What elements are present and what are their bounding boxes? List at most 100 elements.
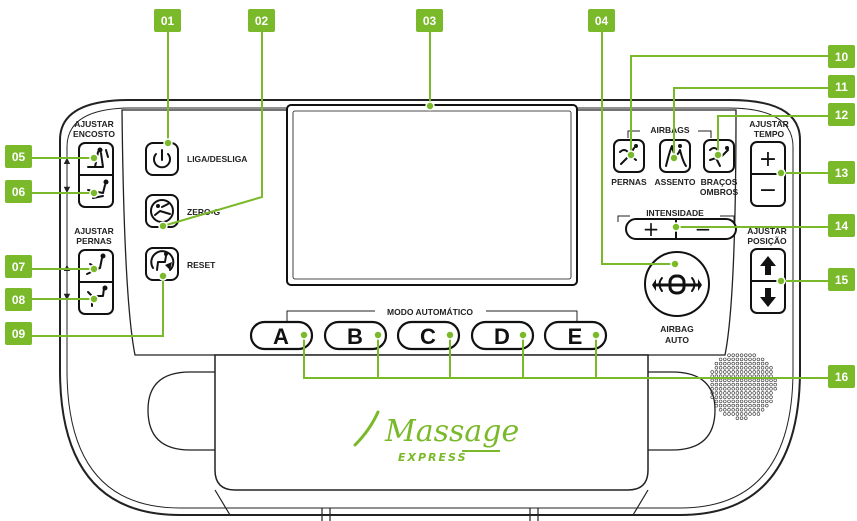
speaker-hole xyxy=(727,412,731,416)
callout-badge-number: 02 xyxy=(255,14,269,28)
backrest-control[interactable] xyxy=(78,142,114,208)
callout-badge-09: 09 xyxy=(5,322,32,345)
speaker-hole xyxy=(756,387,761,391)
callout-badge-number: 15 xyxy=(835,273,849,287)
reset-button[interactable] xyxy=(145,247,179,281)
airbag-auto-label-1: AIRBAG xyxy=(660,324,694,334)
intensity-plus-button[interactable]: + xyxy=(643,217,660,241)
speaker-hole xyxy=(714,391,719,395)
speaker-hole xyxy=(714,399,719,404)
speaker-hole xyxy=(714,403,719,408)
callout-badge-16: 16 xyxy=(828,365,855,388)
speaker-hole xyxy=(744,382,748,387)
auto-mode-button-c[interactable]: C xyxy=(396,320,461,351)
speaker-hole xyxy=(748,387,752,391)
speaker-hole xyxy=(714,395,719,399)
speaker-hole xyxy=(718,361,723,366)
speaker-hole xyxy=(760,382,765,387)
speaker-hole xyxy=(723,366,727,370)
time-label-2: TEMPO xyxy=(754,129,785,139)
auto-mode-button-b[interactable]: B xyxy=(323,320,388,351)
speaker-hole xyxy=(765,403,769,408)
speaker-hole xyxy=(756,412,761,416)
speaker-hole xyxy=(769,391,773,395)
speaker-hole xyxy=(739,416,744,420)
auto-mode-button-a[interactable]: A xyxy=(249,320,314,351)
speaker-hole xyxy=(723,382,727,387)
speaker-hole xyxy=(769,399,773,404)
callout-lines xyxy=(31,23,830,379)
callout-badge-04: 04 xyxy=(588,9,615,32)
speaker-hole xyxy=(760,408,765,412)
callout-badge-number: 05 xyxy=(12,150,26,164)
speaker-hole xyxy=(748,403,752,408)
auto-mode-button-d[interactable]: D xyxy=(470,320,535,351)
airbag-seat-label: ASSENTO xyxy=(655,177,696,187)
speaker-hole xyxy=(752,412,756,416)
speaker-hole xyxy=(727,366,731,370)
auto-mode-label-b: B xyxy=(347,324,363,349)
speaker-hole xyxy=(731,387,735,391)
intensity-control[interactable] xyxy=(625,218,737,240)
speaker-hole xyxy=(718,366,723,370)
speaker-hole xyxy=(735,399,740,404)
auto-mode-button-e[interactable]: E xyxy=(543,320,608,351)
speaker-hole xyxy=(723,395,727,399)
speaker-hole xyxy=(760,395,765,399)
speaker-hole xyxy=(744,395,748,399)
logo-sub-text: EXPRESS xyxy=(398,451,468,464)
speaker-hole xyxy=(760,370,765,374)
speaker-hole xyxy=(744,366,748,370)
speaker-hole xyxy=(765,395,769,399)
front-cover xyxy=(214,354,649,491)
up-arrow-icon: ▲ xyxy=(62,155,73,167)
airbag-auto-button[interactable] xyxy=(644,251,710,317)
speaker-hole xyxy=(727,387,731,391)
speaker-hole xyxy=(756,361,761,366)
callout-badge-10: 10 xyxy=(828,45,855,68)
speaker-hole xyxy=(765,399,769,404)
callout-badge-number: 10 xyxy=(835,50,849,64)
speaker-hole xyxy=(735,395,740,399)
arrow-down-icon xyxy=(760,288,776,307)
speaker-hole xyxy=(744,353,748,357)
callout-badge-number: 01 xyxy=(161,14,175,28)
speaker-hole xyxy=(752,361,756,366)
speaker-hole xyxy=(769,382,773,387)
time-minus-button[interactable]: − xyxy=(759,178,777,203)
time-plus-button[interactable]: + xyxy=(759,147,777,172)
speaker-hole xyxy=(752,370,756,374)
arrow-up-icon xyxy=(760,256,776,275)
speaker-hole xyxy=(731,395,735,399)
speaker-hole xyxy=(739,387,744,391)
speaker-hole xyxy=(727,382,731,387)
backrest-label-1: AJUSTAR xyxy=(74,119,114,129)
callout-badge-01: 01 xyxy=(154,9,181,32)
callout-dots xyxy=(89,101,786,340)
speaker-hole xyxy=(718,357,723,362)
callout-badge-number: 04 xyxy=(595,14,609,28)
speaker-hole xyxy=(756,357,761,362)
zero-g-button[interactable] xyxy=(145,194,179,228)
speaker-hole xyxy=(731,353,735,357)
speaker-hole xyxy=(744,412,748,416)
speaker-hole xyxy=(760,403,765,408)
power-button[interactable] xyxy=(145,142,179,176)
speaker-hole xyxy=(735,370,740,374)
speaker-hole xyxy=(752,391,756,395)
speaker-hole xyxy=(769,366,773,370)
speaker-hole xyxy=(727,408,731,412)
remote-body xyxy=(59,99,801,521)
callout-badge-number: 13 xyxy=(835,166,849,180)
speaker-hole xyxy=(769,370,773,374)
intensity-minus-button[interactable]: − xyxy=(695,217,712,241)
speaker-hole xyxy=(731,412,735,416)
speaker-hole xyxy=(748,382,752,387)
speaker-hole xyxy=(752,395,756,399)
speaker-hole xyxy=(727,403,731,408)
callout-badge-number: 08 xyxy=(12,293,26,307)
legs-control[interactable] xyxy=(78,249,114,315)
position-label-2: POSIÇÃO xyxy=(747,236,787,246)
speaker-hole xyxy=(735,391,740,395)
speaker-hole xyxy=(731,408,735,412)
